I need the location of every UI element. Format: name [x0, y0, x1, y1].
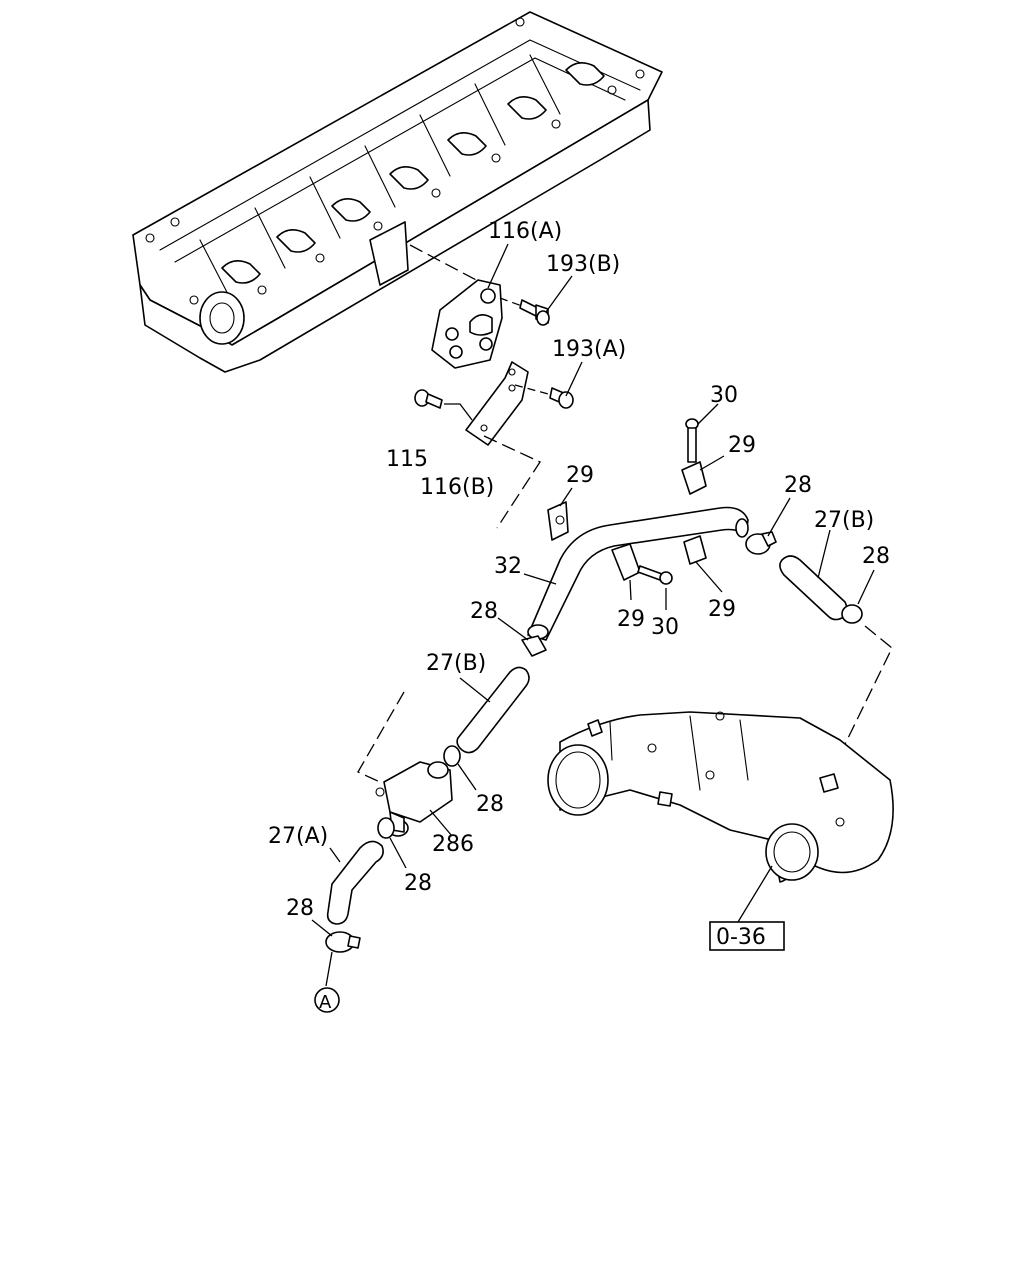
hose-27b-right	[779, 555, 848, 621]
label-115: 115	[386, 447, 428, 472]
hose-clamp-28-lower	[377, 817, 395, 839]
clamp-29-mid	[611, 543, 641, 581]
bracket-116a	[431, 279, 503, 369]
hose-clamp-28-bottom	[325, 931, 361, 953]
hose-clamp-28-mid	[443, 745, 461, 767]
intake-manifold	[547, 711, 894, 883]
label-27a: 27(A)	[268, 824, 328, 849]
label-28-right-upper: 28	[784, 473, 812, 498]
cylinder-head	[132, 11, 663, 373]
clamp-29-left	[547, 501, 569, 541]
label-29-left: 29	[566, 463, 594, 488]
label-27b-right: 27(B)	[814, 508, 874, 533]
hose-clamp-28-right-upper	[745, 531, 777, 555]
label-193b: 193(B)	[546, 252, 620, 277]
bolt-30-mid	[637, 565, 673, 585]
label-connector-a: A	[319, 992, 332, 1013]
bolt-30-top	[685, 418, 699, 463]
label-28-mid: 28	[476, 792, 504, 817]
bolt-193a	[514, 384, 574, 409]
label-32: 32	[494, 554, 522, 579]
label-29-top: 29	[728, 433, 756, 458]
hose-27b-left	[456, 666, 530, 754]
hose-clamp-28-right-lower	[841, 604, 863, 624]
label-ref-036: 0-36	[716, 925, 766, 950]
bracket-116b	[465, 361, 529, 446]
label-116a: 116(A)	[488, 219, 562, 244]
bolt-115	[414, 389, 473, 421]
reference-box-036	[709, 921, 785, 951]
label-30-top: 30	[710, 383, 738, 408]
label-28-left-upper: 28	[470, 599, 498, 624]
label-286: 286	[432, 832, 474, 857]
label-28-bottom: 28	[286, 896, 314, 921]
connector-a-circle	[314, 987, 340, 1013]
clamp-29-top	[681, 461, 707, 495]
hose-27a	[326, 840, 384, 925]
label-193a: 193(A)	[552, 337, 626, 362]
label-28-lower: 28	[404, 871, 432, 896]
label-30-mid: 30	[651, 615, 679, 640]
clamp-29-mid2	[683, 535, 707, 565]
hose-clamp-28-left-upper	[521, 635, 547, 657]
label-29-mid2: 29	[708, 597, 736, 622]
label-29-mid: 29	[617, 607, 645, 632]
bolt-193b	[499, 297, 550, 326]
label-28-right-lower: 28	[862, 544, 890, 569]
label-27b-left: 27(B)	[426, 651, 486, 676]
label-116b: 116(B)	[420, 475, 494, 500]
